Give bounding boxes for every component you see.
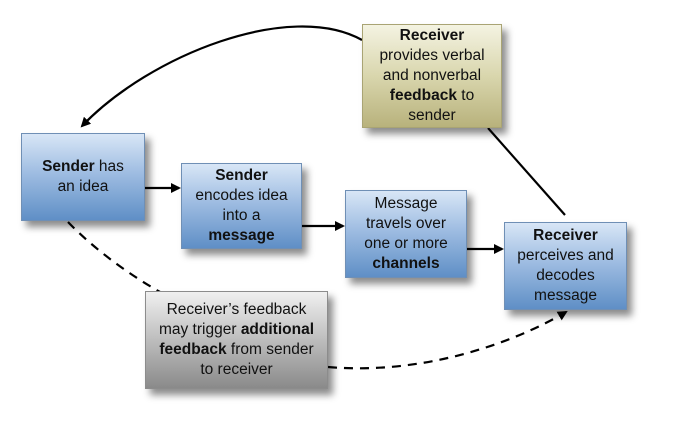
message-travels-line3: one or more [364,235,448,252]
additional-feedback-box: Receiver’s feedback may trigger addition… [145,291,328,389]
additional-feedback-line3-bold: feedback [159,341,227,358]
additional-feedback-line4: to receiver [200,361,273,378]
additional-feedback-line3-rest: from sender [226,341,314,358]
message-travels-line4: channels [372,255,440,272]
receiver-decodes-line4: message [534,287,597,304]
sender-encodes-box: Sender encodes idea into a message [181,163,302,249]
sender-idea-bold: Sender [42,158,95,175]
receiver-feedback-box: Receiver provides verbal and nonverbal f… [362,24,502,128]
sender-idea-line2: an idea [57,178,109,195]
receiver-decodes-line3: decodes [536,267,595,284]
receiver-decodes-line1: Receiver [533,227,598,244]
message-travels-box: Message travels over one or more channel… [345,190,467,278]
additional-feedback-line2-pre: may trigger [158,321,241,338]
feedback-to-sender-arrow [80,25,363,128]
sender-encodes-line3: into a [222,207,261,224]
receiver-feedback-line1: Receiver [399,27,465,44]
sender-idea-rest: has [94,158,124,175]
additional-feedback-line2-bold: additional [240,321,315,338]
message-travels-line2: travels over [365,215,447,232]
sender-to-additional-feedback-dashed-line [67,221,161,293]
additional-feedback-line1: Receiver’s feedback [166,301,307,318]
sender-idea-box: Sender has an idea [21,133,145,221]
message-travels-line1: Message [374,195,438,212]
sender-encodes-line2: encodes idea [195,187,288,204]
receiver-feedback-line4-rest: to [456,87,475,104]
receiver-decodes-line2: perceives and [517,247,614,264]
receiver-feedback-line3: and nonverbal [382,67,482,84]
sender-encodes-line4: message [208,227,275,244]
additional-feedback-to-receiver-dashed-arrow [327,310,568,370]
receiver-feedback-line2: provides verbal [379,47,485,64]
receiver-decodes-box: Receiver perceives and decodes message [504,222,627,310]
sender-encodes-line1: Sender [215,167,268,184]
receiver-feedback-line5: sender [408,107,456,124]
receiver-to-feedback-line [487,127,566,216]
receiver-feedback-line4-bold: feedback [389,87,457,104]
